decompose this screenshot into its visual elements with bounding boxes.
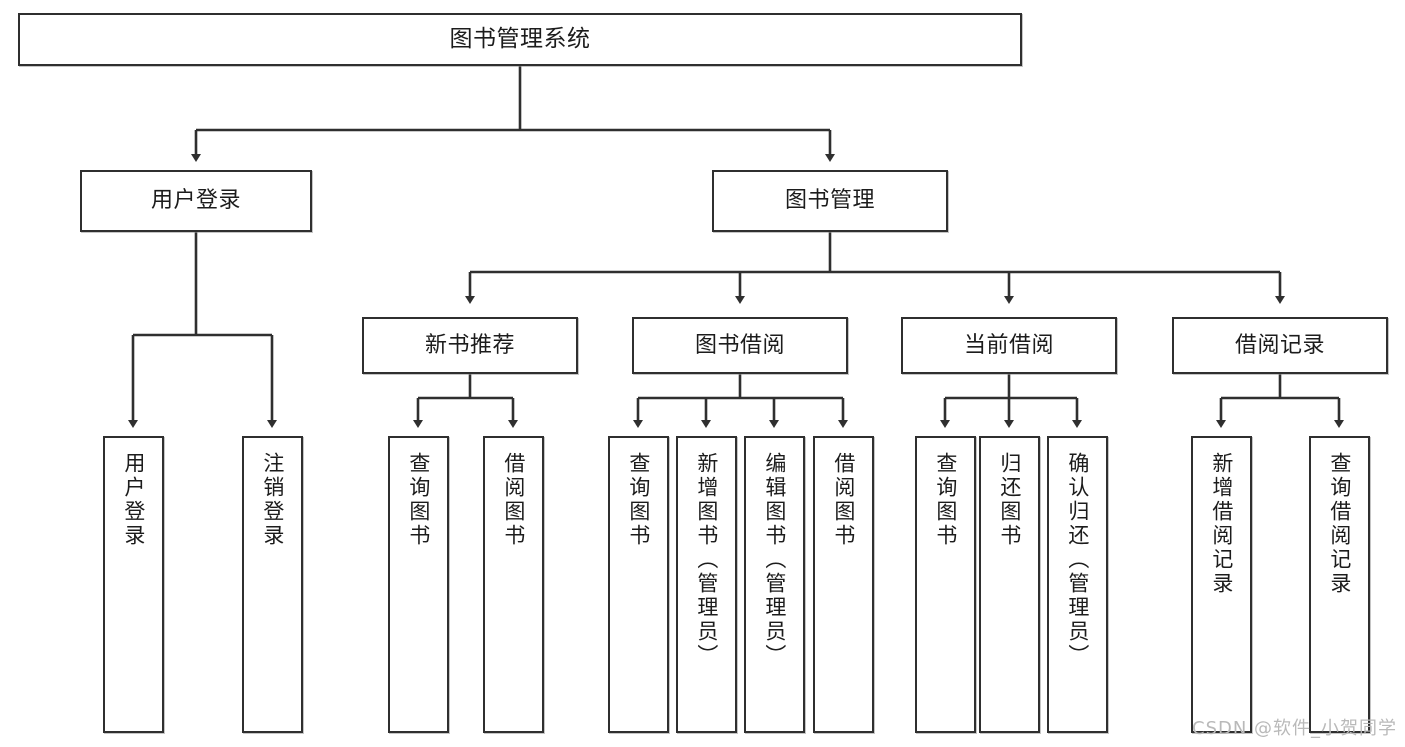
node-label: 新增借阅记录 (1209, 452, 1234, 596)
csdn-watermark: CSDN @软件_小贺同学 (1192, 718, 1398, 739)
leaf-query-book-newbook[interactable]: 查询图书 (388, 436, 449, 733)
leaf-query-borrow-record[interactable]: 查询借阅记录 (1309, 436, 1370, 733)
node-current-borrow[interactable]: 当前借阅 (901, 317, 1117, 374)
leaf-edit-book-admin[interactable]: 编辑图书（管理员） (744, 436, 805, 733)
node-label: 图书管理 (784, 188, 875, 214)
node-label: 查询借阅记录 (1327, 452, 1352, 596)
node-book-borrow[interactable]: 图书借阅 (632, 317, 848, 374)
node-label: 确认归还（管理员） (1065, 452, 1090, 668)
node-label: 注销登录 (260, 452, 285, 548)
node-label: 查询图书 (406, 452, 431, 548)
leaf-add-book-admin[interactable]: 新增图书（管理员） (676, 436, 737, 733)
leaf-borrow-book-newbook[interactable]: 借阅图书 (483, 436, 544, 733)
node-new-book-recommend[interactable]: 新书推荐 (362, 317, 578, 374)
node-label: 编辑图书（管理员） (762, 452, 787, 668)
node-label: 借阅记录 (1234, 332, 1325, 358)
leaf-borrow-book-borrow[interactable]: 借阅图书 (813, 436, 874, 733)
leaf-query-book-current[interactable]: 查询图书 (915, 436, 976, 733)
node-book-management[interactable]: 图书管理 (712, 170, 948, 232)
node-label: 归还图书 (997, 452, 1022, 548)
node-label: 图书借阅 (694, 332, 785, 358)
node-label: 借阅图书 (501, 452, 526, 548)
node-label: 图书管理系统 (449, 26, 591, 53)
node-user-login[interactable]: 用户登录 (80, 170, 312, 232)
node-label: 用户登录 (150, 188, 241, 214)
node-label: 新书推荐 (424, 332, 515, 358)
node-label: 新增图书（管理员） (694, 452, 719, 668)
node-root-book-management-system[interactable]: 图书管理系统 (18, 13, 1022, 66)
node-borrow-record[interactable]: 借阅记录 (1172, 317, 1388, 374)
leaf-confirm-return-admin[interactable]: 确认归还（管理员） (1047, 436, 1108, 733)
leaf-user-login[interactable]: 用户登录 (103, 436, 164, 733)
leaf-return-book[interactable]: 归还图书 (979, 436, 1040, 733)
node-label: 用户登录 (121, 452, 146, 548)
node-label: 查询图书 (933, 452, 958, 548)
node-label: 借阅图书 (831, 452, 856, 548)
node-label: 当前借阅 (963, 332, 1054, 358)
node-label: 查询图书 (626, 452, 651, 548)
leaf-logout-login[interactable]: 注销登录 (242, 436, 303, 733)
leaf-query-book-borrow[interactable]: 查询图书 (608, 436, 669, 733)
leaf-add-borrow-record[interactable]: 新增借阅记录 (1191, 436, 1252, 733)
